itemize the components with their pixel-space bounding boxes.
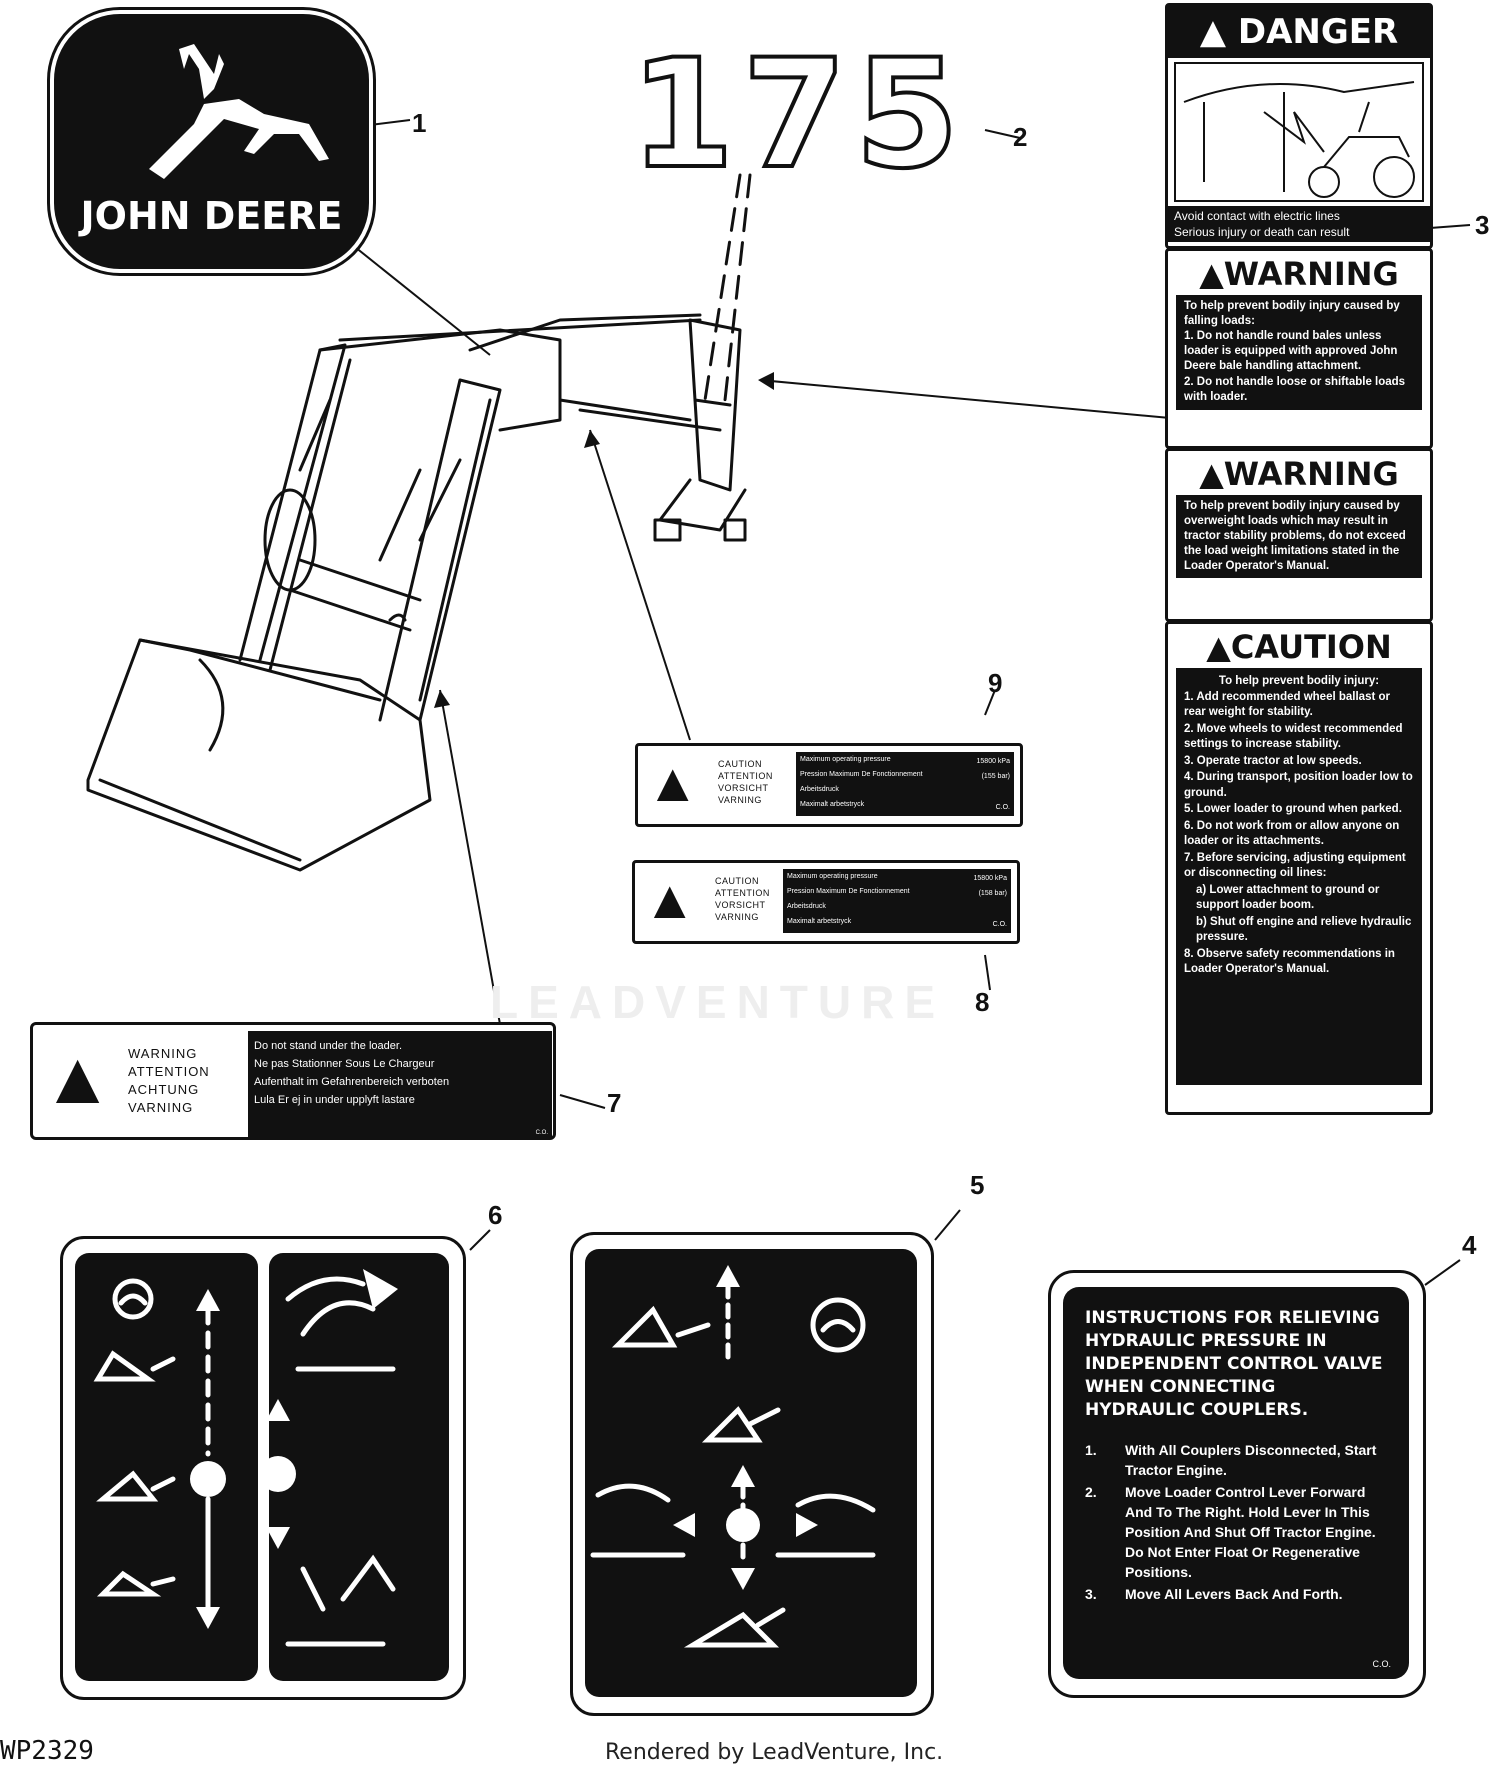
model-number-175: 175 [628,28,968,202]
logo-brand-text: JOHN DEERE [80,194,343,238]
callout-8: 8 [975,987,990,1017]
caution-item: 2. Move wheels to widest recommended set… [1184,722,1403,751]
warning-triangle-icon: ▲ [1199,455,1224,493]
danger-line-2: Serious injury or death can result [1174,225,1350,239]
warning-decal-overweight: ▲WARNING To help prevent bodily injury c… [1165,448,1433,622]
callout-7: 7 [607,1088,622,1118]
caution-header: CAUTION [1230,628,1392,666]
lang-label: ATTENTION [128,1064,210,1079]
warning-decal-falling-loads: ▲WARNING To help prevent bodily injury c… [1165,248,1433,449]
caution-item: 1. Add recommended wheel ballast or rear… [1184,690,1390,719]
control-pictograms [93,1269,398,1647]
warning-triangle-icon: ▲ [1206,628,1231,666]
control-decal-6 [60,1236,466,1700]
callout-4: 4 [1462,1230,1477,1260]
lang-label: WARNING [128,1046,198,1061]
lang-label: ATTENTION [715,888,770,898]
warning-1-item: 1. Do not handle round bales unless load… [1184,330,1398,372]
pressure-decal-8: ▲ CAUTION ATTENTION VORSICHT VARNING Max… [632,860,1020,944]
caution-item: a) Lower attachment to ground or support… [1196,883,1380,912]
pressure-row: Maximum operating pressure [787,873,878,880]
lang-label: VORSICHT [715,900,766,910]
callout-2: 2 [1013,122,1028,152]
deer-icon [149,44,329,179]
pressure-value: 15800 kPa [973,875,1007,882]
instructions-title: INSTRUCTIONS FOR RELIEVING HYDRAULIC PRE… [1085,1308,1383,1420]
loader-boom [238,313,722,722]
leader-lines [339,119,1471,1286]
pressure-row: Pression Maximum De Fonctionnement [800,771,923,778]
instruction-step: 1. With All Couplers Disconnected, Start… [1085,1442,1377,1478]
control-pictograms [590,1265,876,1648]
lang-label: VARNING [718,795,762,805]
decal-code: C.O. [1372,1659,1391,1669]
warning-triangle-icon: ▲ [643,870,697,930]
pressure-value: 15800 kPa [976,758,1010,765]
caution-item: 8. Observe safety recommendations in Loa… [1184,947,1395,976]
pressure-value: (155 bar) [981,773,1010,780]
lang-label: ACHTUNG [128,1082,200,1097]
loader-mount-tower [653,318,747,542]
instruction-step: 3. Move All Levers Back And Forth. [1085,1586,1343,1602]
electric-lines-pictogram [1174,62,1424,202]
warning-triangle-icon: ▲ [1199,255,1224,293]
decal-code: C.O. [992,921,1007,928]
caution-item: 5. Lower loader to ground when parked. [1184,803,1402,815]
john-deere-logo: JOHN DEERE [47,7,376,276]
decal-code: C.O. [995,804,1010,811]
instruction-step: 2. Move Loader Control Lever Forward And… [1085,1484,1376,1580]
danger-decal: ▲ DANGER Avoid contact with electric lin… [1165,3,1433,249]
warning-triangle-icon: ▲ [646,753,700,813]
callout-6: 6 [488,1200,503,1230]
footer-credit: Rendered by LeadVenture, Inc. [605,1740,944,1765]
callout-1: 1 [412,108,427,138]
caution-item: 6. Do not work from or allow anyone on l… [1184,819,1400,848]
callout-5: 5 [970,1170,985,1200]
caution-item: b) Shut off engine and relieve hydraulic… [1196,915,1412,944]
warning-7-line: Do not stand under the loader. [254,1040,402,1052]
warning-1-item: 2. Do not handle loose or shiftable load… [1184,376,1406,403]
callout-3: 3 [1475,210,1490,240]
pressure-row: Maximalt arbetstryck [787,918,852,925]
warning-2-body: To help prevent bodily injury caused by … [1176,495,1422,578]
danger-line-1: Avoid contact with electric lines [1174,209,1340,223]
leader-arrowheads [434,372,774,708]
caution-intro: To help prevent bodily injury: [1218,675,1380,687]
pressure-row: Maximalt arbetstryck [800,801,865,808]
warning-7-line: Ne pas Stationner Sous Le Chargeur [254,1058,435,1070]
warning-7-line: Lula Er ej in under upplyft lastare [254,1094,415,1106]
control-decal-5 [570,1232,934,1716]
caution-decal: ▲CAUTION To help prevent bodily injury: … [1165,621,1433,1115]
lang-label: ATTENTION [718,771,773,781]
watermark: LEADVENTURE [490,976,946,1028]
warning-1-intro: To help prevent bodily injury caused by … [1184,300,1400,327]
lang-label: CAUTION [718,759,762,769]
warning-2-header: WARNING [1223,455,1399,493]
warning-triangle-icon: ▲ [1199,12,1226,52]
pressure-value: (158 bar) [978,890,1007,897]
lang-label: VARNING [715,912,759,922]
lang-label: CAUTION [715,876,759,886]
lang-label: VORSICHT [718,783,769,793]
warning-1-header: WARNING [1223,255,1399,293]
figure-id: WP2329 [0,1736,94,1766]
caution-item: 3. Operate tractor at low speeds. [1184,754,1362,767]
pressure-decal-9: ▲ CAUTION ATTENTION VORSICHT VARNING Max… [635,743,1023,827]
decal-code: C.O. [535,1130,548,1136]
callout-9: 9 [988,668,1003,698]
warning-triangle-icon: ▲ [41,1036,115,1119]
pressure-row: Arbeitsdruck [787,903,826,910]
instructions-decal: INSTRUCTIONS FOR RELIEVING HYDRAULIC PRE… [1048,1270,1426,1698]
caution-item: 4. During transport, position loader low… [1184,771,1413,799]
pressure-row: Pression Maximum De Fonctionnement [787,888,910,895]
caution-item: 7. Before servicing, adjusting equipment… [1184,851,1406,880]
danger-header: DANGER [1237,12,1399,52]
lang-label: VARNING [128,1100,194,1115]
pressure-row: Arbeitsdruck [800,786,839,793]
loader-bucket [86,638,432,872]
warning-7-line: Aufenthalt im Gefahrenbereich verboten [254,1076,450,1088]
warning-decal-7: ▲ WARNING ATTENTION ACHTUNG VARNING Do n… [30,1022,556,1140]
pressure-row: Maximum operating pressure [800,756,891,763]
